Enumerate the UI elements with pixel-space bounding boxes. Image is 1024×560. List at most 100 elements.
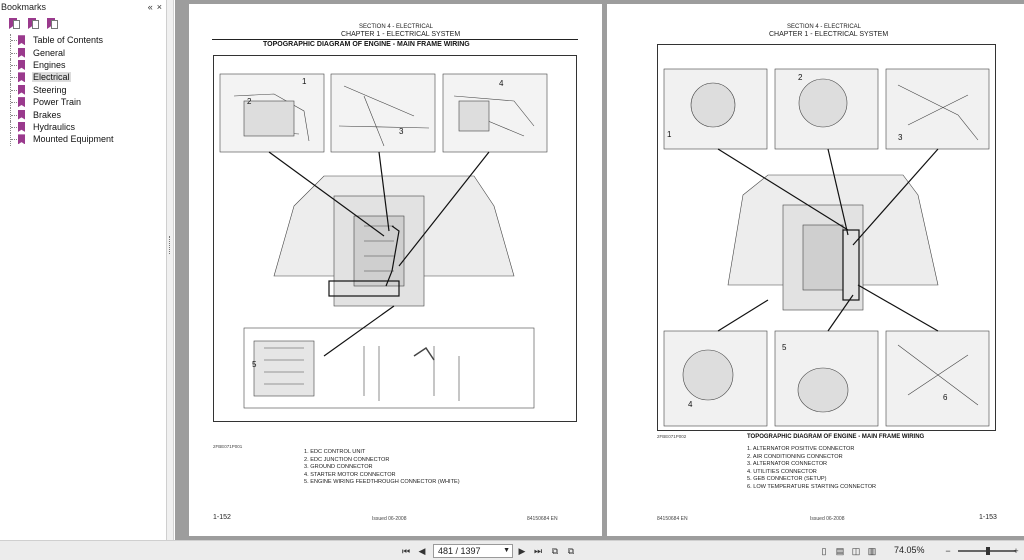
header-rule: [212, 39, 578, 40]
bookmark-electrical[interactable]: Electrical: [4, 71, 166, 84]
callout-3: 3: [399, 127, 404, 136]
diagram-frame: 1 2 3 4 5: [213, 55, 577, 422]
bookmark-engines[interactable]: Engines: [4, 58, 166, 72]
zoom-in-icon[interactable]: +: [1013, 546, 1019, 556]
bookmarks-toolbar: [0, 14, 166, 34]
page-number: 1-152: [213, 514, 231, 521]
bookmark-hydraulics[interactable]: Hydraulics: [4, 120, 166, 134]
status-bar: ⏮ ◀ 481 / 1397 ▼ ▶ ⏭ ⧉ ⧉ ▯ ▤ ◫ ▥ 74.05% …: [0, 540, 1024, 560]
legend-item: 6. LOW TEMPERATURE STARTING CONNECTOR: [747, 483, 877, 490]
bookmark-icon: [18, 97, 25, 108]
expand-bookmark-icon[interactable]: [28, 18, 39, 30]
find-bookmark-icon[interactable]: [47, 18, 58, 30]
page-number: 1-153: [979, 514, 997, 521]
callout-5: 5: [782, 343, 787, 352]
zoom-slider[interactable]: [958, 547, 1016, 555]
bookmark-steering[interactable]: Steering: [4, 83, 166, 96]
diagram-title: TOPOGRAPHIC DIAGRAM OF ENGINE - MAIN FRA…: [263, 41, 470, 48]
continuous-page-icon[interactable]: ▤: [835, 545, 845, 556]
legend: 1. ALTERNATOR POSITIVE CONNECTOR 2. AIR …: [747, 446, 876, 491]
section-header: SECTION 4 - ELECTRICAL: [787, 24, 862, 30]
callout-4: 4: [499, 79, 504, 88]
diagram-frame: 1 2 3 4 5 6: [657, 44, 996, 431]
zoom-slider-thumb[interactable]: [986, 547, 990, 555]
bookmarks-header: Bookmarks « ×: [0, 0, 166, 14]
engine-wiring-diagram: 1 2 3 4 5: [219, 73, 548, 409]
bookmark-label: Engines: [33, 59, 66, 70]
section-header: SECTION 4 - ELECTRICAL: [359, 24, 434, 30]
bookmark-icon: [18, 84, 25, 95]
bookmark-icon: [18, 59, 25, 70]
collapse-panel-icon[interactable]: «: [147, 2, 153, 12]
bookmark-general[interactable]: General: [4, 46, 166, 59]
page-number-input[interactable]: 481 / 1397 ▼: [433, 544, 513, 558]
diagram-title: TOPOGRAPHIC DIAGRAM OF ENGINE - MAIN FRA…: [747, 434, 925, 440]
bookmark-icon: [18, 72, 25, 83]
bookmark-power-train[interactable]: Power Train: [4, 95, 166, 109]
bookmark-label: Brakes: [33, 109, 62, 120]
page-left: SECTION 4 - ELECTRICAL CHAPTER 1 - ELECT…: [189, 4, 602, 536]
callout-1: 1: [302, 77, 307, 86]
chevron-down-icon[interactable]: ▼: [503, 547, 510, 554]
callout-3: 3: [898, 133, 903, 142]
bookmark-tree: Table of Contents General Engines Electr…: [0, 34, 166, 146]
legend-item: 3. ALTERNATOR CONNECTOR: [747, 461, 828, 467]
callout-2: 2: [798, 73, 803, 82]
bookmark-mounted-equipment[interactable]: Mounted Equipment: [4, 133, 166, 146]
bookmark-table-of-contents[interactable]: Table of Contents: [4, 34, 166, 47]
callout-2: 2: [247, 97, 252, 106]
splitter-grip-icon[interactable]: [169, 236, 171, 254]
bookmark-options-icon[interactable]: [9, 18, 20, 30]
legend-item: 5. GEB CONNECTOR (SETUP): [747, 476, 827, 482]
callout-6: 6: [943, 393, 948, 402]
page-right: SECTION 4 - ELECTRICAL CHAPTER 1 - ELECT…: [607, 4, 1024, 536]
single-page-icon[interactable]: ▯: [821, 545, 827, 556]
zoom-level[interactable]: 74.05%: [894, 545, 925, 555]
document-view[interactable]: SECTION 4 - ELECTRICAL CHAPTER 1 - ELECT…: [175, 0, 1024, 540]
facing-pages-icon[interactable]: ◫: [851, 545, 861, 556]
callout-1: 1: [667, 130, 672, 139]
bookmark-brakes[interactable]: Brakes: [4, 108, 166, 121]
close-panel-icon[interactable]: ×: [156, 2, 162, 12]
next-page-button[interactable]: ▶: [518, 545, 526, 556]
bookmark-label: Power Train: [33, 97, 82, 108]
bookmark-icon: [18, 134, 25, 145]
figure-id: 2FBE071P001: [213, 444, 243, 449]
bookmark-label: Hydraulics: [33, 121, 76, 132]
doc-number: 84150684 EN: [657, 516, 688, 522]
bookmarks-title: Bookmarks: [1, 2, 47, 12]
engine-wiring-diagram: 1 2 3 4 5 6: [663, 68, 990, 427]
legend-item: 5. ENGINE WIRING FEEDTHROUGH CONNECTOR (…: [304, 479, 460, 485]
issue-date: Issued 06-2008: [810, 516, 845, 522]
legend-item: 4. STARTER MOTOR CONNECTOR: [304, 471, 396, 478]
legend-item: 4. UTILITIES CONNECTOR: [747, 468, 817, 475]
callout-4: 4: [688, 400, 693, 409]
bookmark-label: Steering: [33, 84, 67, 95]
bookmarks-panel: Bookmarks « × Table of Contents General …: [0, 0, 167, 560]
bookmark-icon: [18, 121, 25, 132]
legend-item: 3. GROUND CONNECTOR: [304, 464, 373, 470]
issue-date: Issued 06-2008: [372, 516, 407, 522]
bookmark-label: Mounted Equipment: [33, 134, 114, 145]
doc-number: 84150684 EN: [527, 516, 558, 522]
figure-id: 2FBE071P002: [657, 434, 687, 439]
bookmark-icon: [18, 47, 25, 58]
chapter-header: CHAPTER 1 - ELECTRICAL SYSTEM: [769, 31, 889, 38]
panel-splitter[interactable]: [167, 0, 174, 560]
callout-5: 5: [252, 360, 257, 369]
bookmark-icon: [18, 35, 25, 46]
legend-item: 2. EDC JUNCTION CONNECTOR: [304, 456, 390, 463]
last-page-button[interactable]: ⏭: [533, 545, 543, 556]
previous-view-icon[interactable]: ⧉: [551, 545, 559, 556]
bookmark-label: Table of Contents: [33, 35, 104, 46]
first-page-button[interactable]: ⏮: [401, 545, 411, 556]
next-view-icon[interactable]: ⧉: [567, 545, 575, 556]
zoom-out-icon[interactable]: −: [945, 546, 951, 556]
chapter-header: CHAPTER 1 - ELECTRICAL SYSTEM: [341, 31, 461, 38]
continuous-facing-icon[interactable]: ▥: [867, 545, 877, 556]
bookmark-icon: [18, 109, 25, 120]
previous-page-button[interactable]: ◀: [418, 545, 426, 556]
bookmark-label: Electrical: [32, 72, 71, 83]
legend-item: 2. AIR CONDITIONING CONNECTOR: [747, 453, 843, 460]
